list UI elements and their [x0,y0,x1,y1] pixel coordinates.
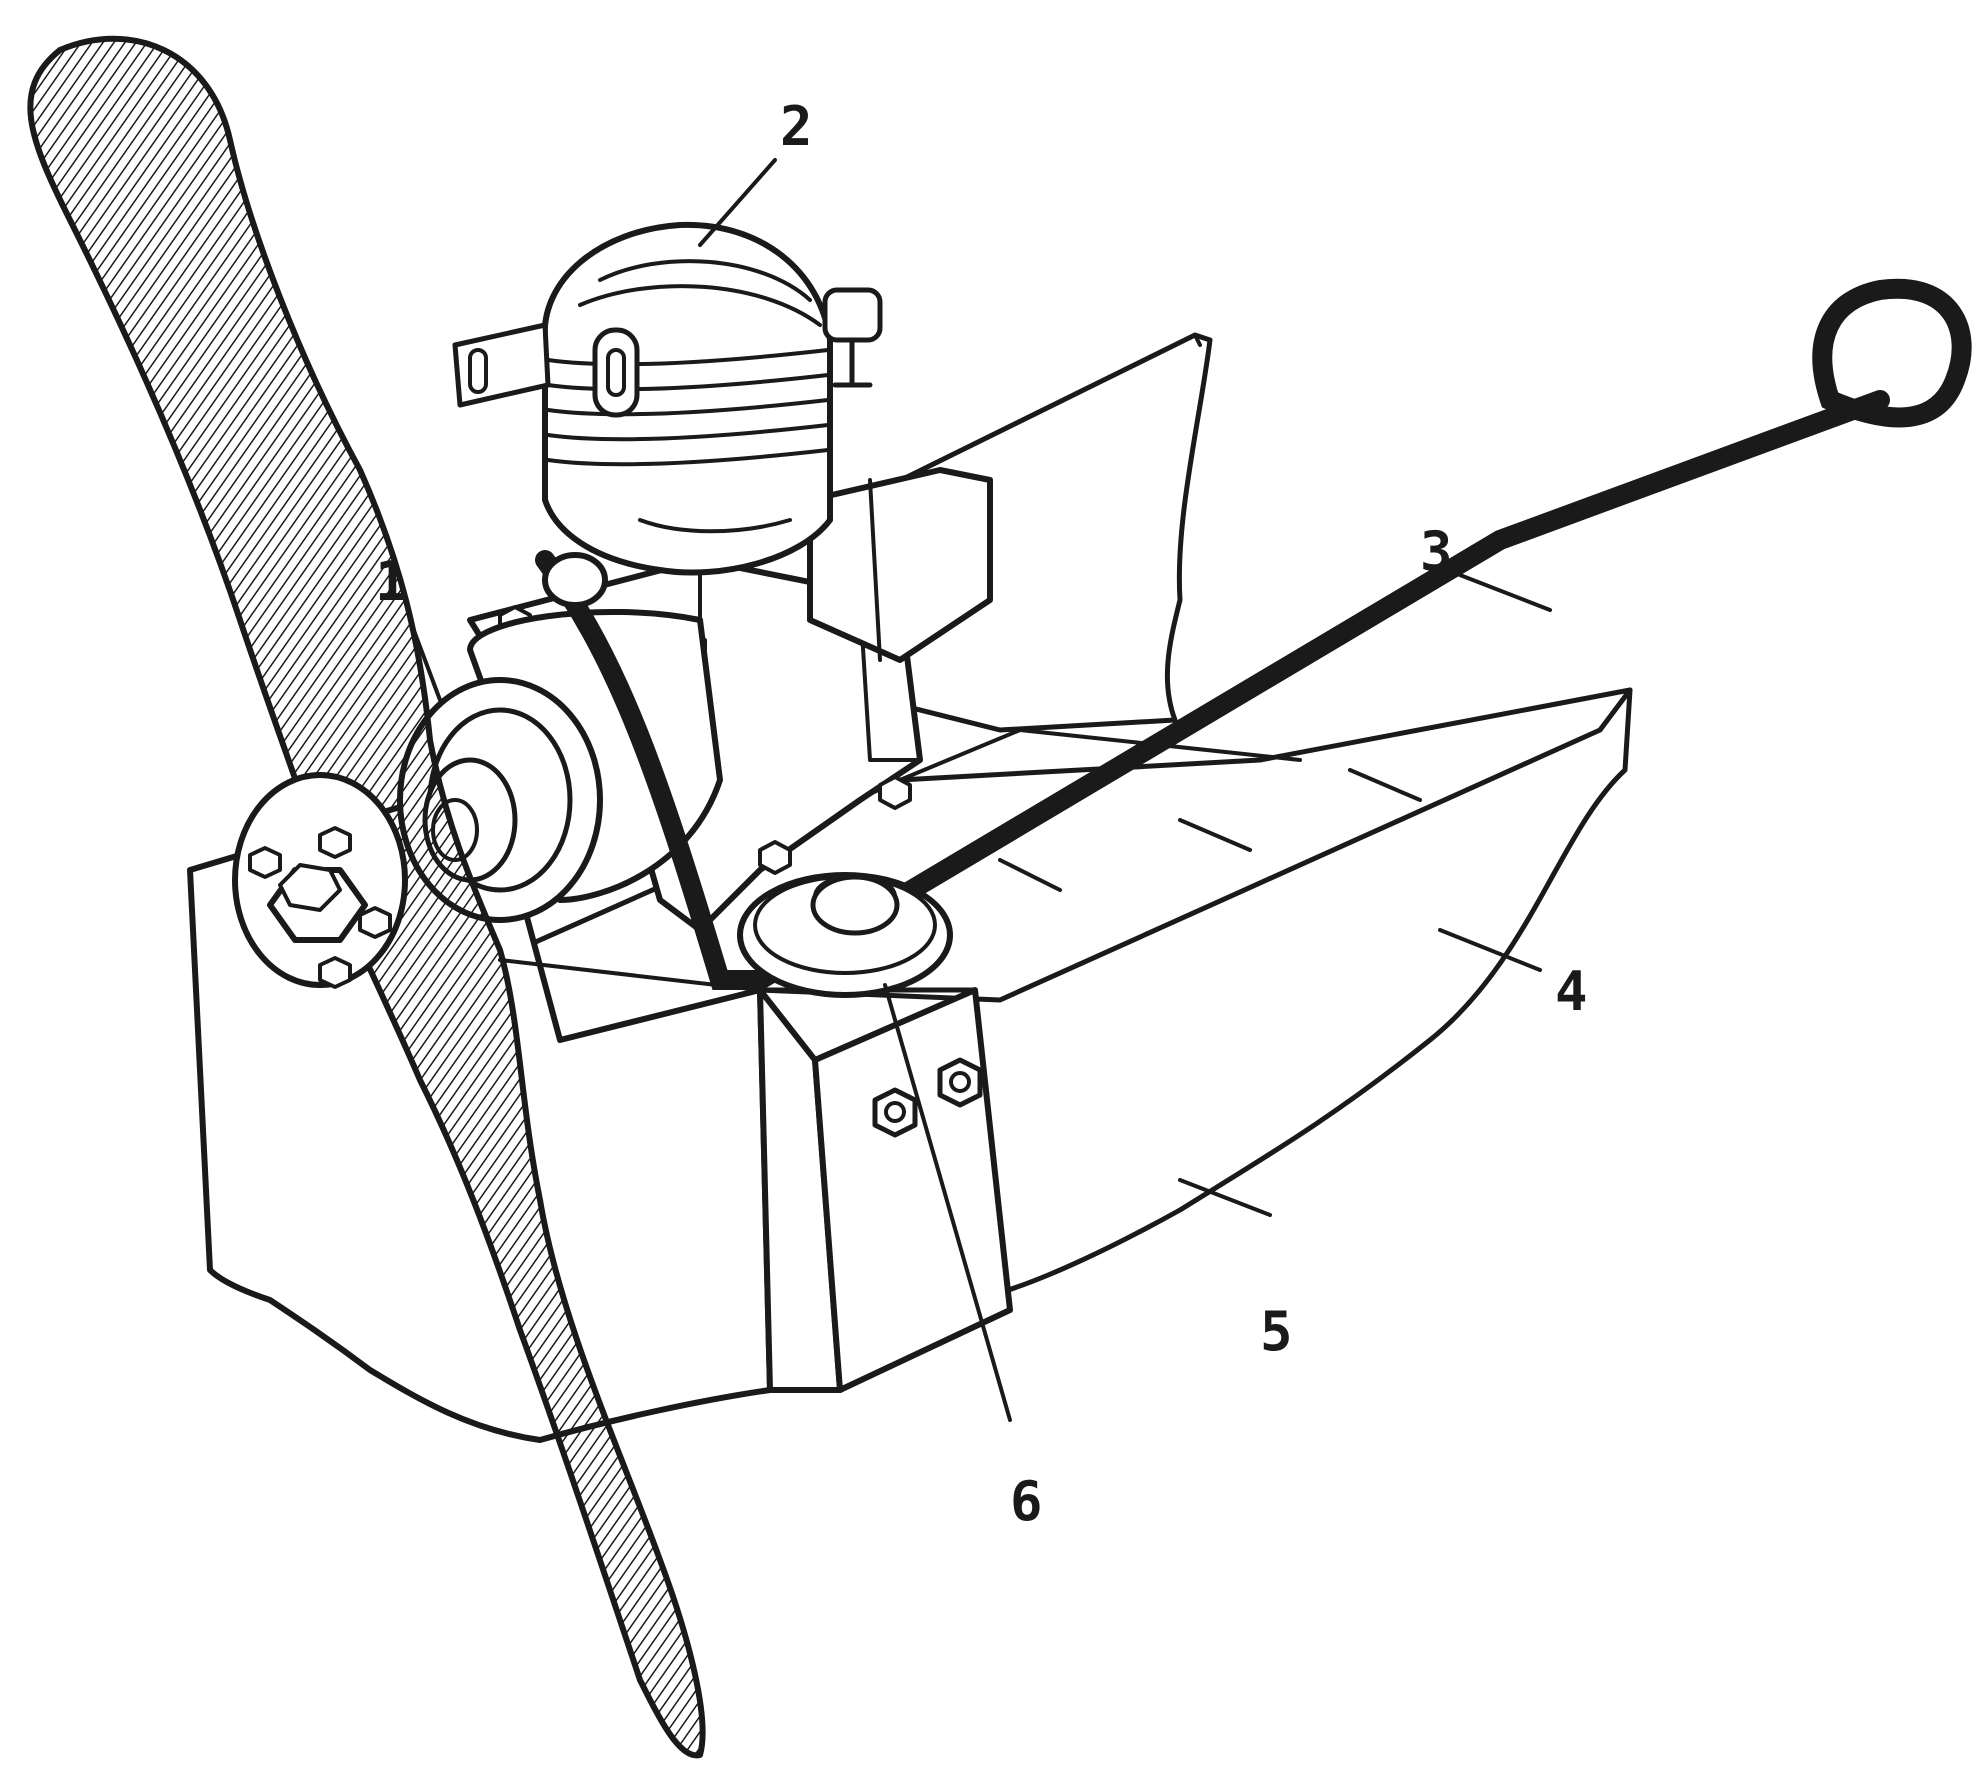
leader-line-1 [408,618,442,702]
callout-3: 3 [1420,520,1453,583]
bracket-bolt-bottom [758,840,792,875]
hex-nut-upper [937,1057,983,1108]
leader-line-4 [1438,928,1542,972]
hex-nut-lower [872,1087,918,1138]
reinforcement-strip [757,987,1013,1393]
fuel-tank [807,467,993,663]
leader-line-5 [1178,1178,1272,1217]
bracket-bolt-rear [878,775,912,810]
leader-line-6 [883,983,1012,1422]
needle-valve [822,287,883,388]
callout-4: 4 [1555,960,1588,1023]
engine-cylinder [452,221,883,576]
guide-pulley [737,872,953,998]
callout-6: 6 [1010,1470,1043,1533]
callout-leaders [408,158,1552,1422]
cord-guide-eye [542,552,608,608]
exhaust-port [452,322,551,408]
hub-bolt-left [248,846,282,879]
propeller-hub [232,772,408,989]
callout-labels: 1 2 3 4 5 6 [375,95,1588,1533]
callout-2: 2 [780,95,813,158]
callout-1: 1 [375,550,408,613]
hub-bolt-top [318,826,352,859]
callout-5: 5 [1260,1300,1293,1363]
leader-line-3 [1458,573,1552,612]
hub-bolt-bottom [318,956,352,989]
leader-line-2 [698,158,777,247]
hub-bolt-right [358,906,392,939]
transfer-port [592,327,640,418]
starter-cord [535,278,1972,990]
